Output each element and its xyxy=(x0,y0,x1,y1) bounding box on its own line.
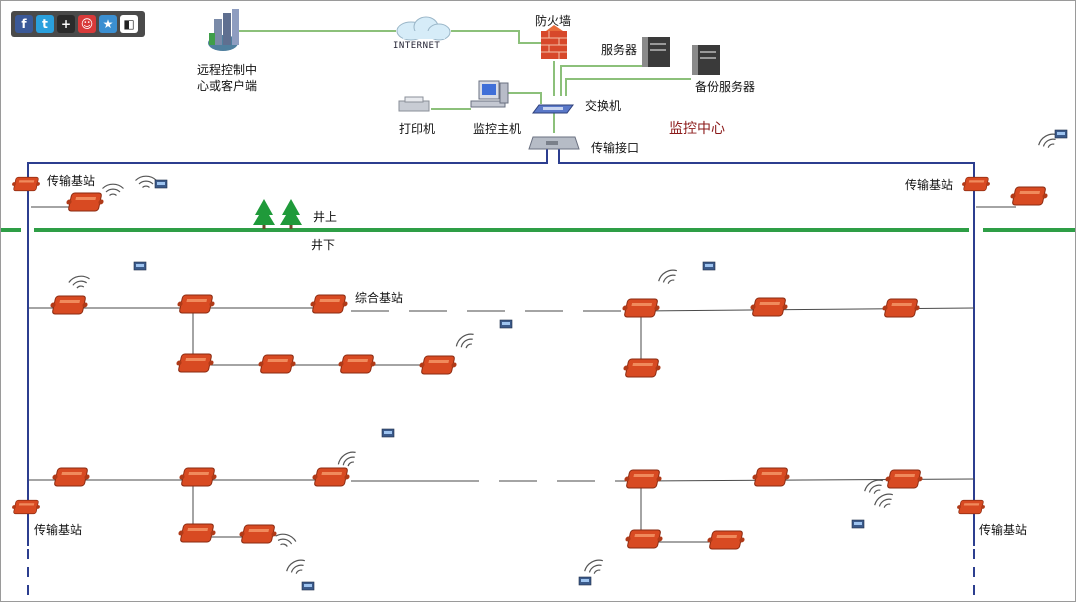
network-links xyxy=(239,30,691,133)
firewall-label: 防火墙 xyxy=(535,14,572,28)
wireless-signal-icon xyxy=(68,275,90,289)
wireless-device-icon xyxy=(578,576,592,586)
base-station-icon xyxy=(338,354,376,374)
facebook-icon[interactable]: f xyxy=(15,15,33,33)
remote-center-label-line2: 心或客户端 xyxy=(197,79,258,93)
plus-icon[interactable]: + xyxy=(57,15,75,33)
surface-label: 井上 xyxy=(313,210,338,224)
branch-links xyxy=(29,206,1016,543)
switch-icon xyxy=(532,104,574,114)
renren-icon[interactable]: ☺ xyxy=(78,15,96,33)
backup-server-icon xyxy=(692,45,720,75)
base-station-icon xyxy=(177,294,215,314)
switch-label: 交换机 xyxy=(585,99,622,113)
base-station-icon xyxy=(12,499,40,515)
remote-center-label-line1: 远程控制中 xyxy=(197,63,258,77)
twitter-icon[interactable]: t xyxy=(36,15,54,33)
wireless-signal-icon xyxy=(275,533,297,547)
wireless-signal-icon xyxy=(337,451,356,467)
base-station-icon xyxy=(1010,186,1048,206)
base-station-icon xyxy=(310,294,348,314)
delicious-icon[interactable]: ◧ xyxy=(120,15,138,33)
base-station-icon xyxy=(419,355,457,375)
transmission-base-label-tl: 传输基站 xyxy=(47,174,96,188)
bus-lines xyxy=(27,149,975,546)
interface-icon xyxy=(528,136,580,150)
monitor-center-label: 监控中心 xyxy=(669,121,725,137)
wireless-signal-icon xyxy=(135,175,157,188)
underground-label: 井下 xyxy=(311,238,336,252)
transmission-base-label-bl: 传输基站 xyxy=(34,523,83,537)
wireless-signal-icon xyxy=(584,559,603,574)
base-station-icon xyxy=(66,192,104,212)
wireless-device-icon xyxy=(851,519,865,529)
transmission-base-label-tr: 传输基站 xyxy=(905,178,954,192)
qzone-icon[interactable]: ★ xyxy=(99,15,117,33)
wireless-device-icon xyxy=(702,261,716,271)
tree-icon xyxy=(253,199,302,229)
server-icon xyxy=(642,37,670,67)
wireless-device-icon xyxy=(499,319,513,329)
base-station-icon xyxy=(239,524,277,544)
base-station-icon xyxy=(625,529,663,549)
branch-dashed xyxy=(351,310,626,482)
base-station-icon xyxy=(178,523,216,543)
internet-label: INTERNET xyxy=(393,41,441,51)
server-label: 服务器 xyxy=(601,43,638,57)
base-station-icon xyxy=(885,469,923,489)
transmission-interface-label: 传输接口 xyxy=(591,141,640,155)
printer-label: 打印机 xyxy=(399,122,436,136)
wireless-signal-icon xyxy=(864,479,883,494)
base-station-icon xyxy=(12,176,40,192)
base-station-icon xyxy=(176,353,214,373)
base-station-icon xyxy=(623,358,661,378)
monitor-host-icon xyxy=(470,80,509,108)
backup-server-label: 备份服务器 xyxy=(695,80,756,94)
monitor-host-label: 监控主机 xyxy=(473,122,522,136)
base-station-icon xyxy=(312,467,350,487)
wireless-signal-icon xyxy=(286,559,305,574)
cloud-icon xyxy=(396,16,451,41)
remote-building-icon xyxy=(208,9,239,51)
firewall-icon xyxy=(541,25,567,59)
bus-dashed-ends xyxy=(27,549,975,601)
base-station-icon xyxy=(957,499,985,515)
wireless-device-icon xyxy=(381,428,395,438)
transmission-base-label-br: 传输基站 xyxy=(979,523,1028,537)
base-station-icon xyxy=(622,298,660,318)
base-station-icon xyxy=(962,176,990,192)
wireless-device-icon xyxy=(301,581,315,591)
base-station-icon xyxy=(707,530,745,550)
wireless-signal-icon xyxy=(658,269,677,284)
base-station-icon xyxy=(50,295,88,315)
wireless-device-icon xyxy=(1054,129,1068,139)
base-station-icon xyxy=(52,467,90,487)
base-station-icon xyxy=(752,467,790,487)
base-station-icon xyxy=(882,298,920,318)
base-station-icon xyxy=(258,354,296,374)
base-station-icon xyxy=(750,297,788,317)
wireless-device-icon xyxy=(133,261,147,271)
wireless-device-icon xyxy=(154,179,168,189)
printer-icon xyxy=(398,96,430,112)
wireless-signal-icon xyxy=(102,183,124,196)
base-station-icon xyxy=(179,467,217,487)
wireless-signal-icon xyxy=(455,333,474,349)
integrated-base-label: 综合基站 xyxy=(355,291,404,305)
base-station-icon xyxy=(624,469,662,489)
wireless-signal-icon xyxy=(874,493,893,508)
